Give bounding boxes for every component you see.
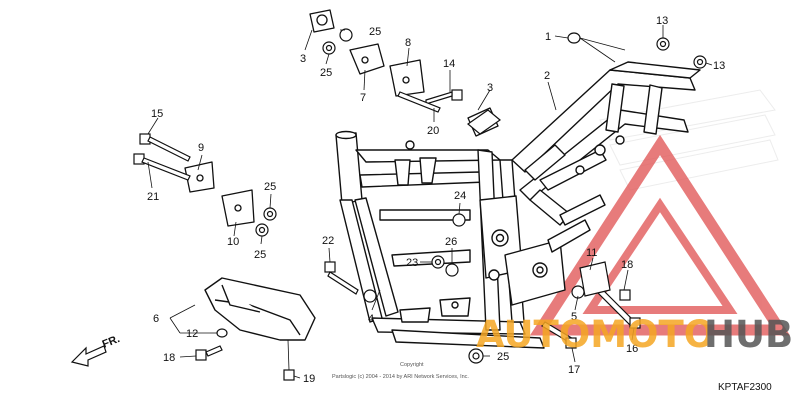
arrow-icon xyxy=(70,345,107,367)
callout-14: 14 xyxy=(443,58,455,70)
callout-7: 7 xyxy=(360,92,366,104)
callout-10: 10 xyxy=(227,236,239,248)
callout-22: 22 xyxy=(322,235,334,247)
callout-25-top: 25 xyxy=(369,26,381,38)
callout-23: 23 xyxy=(406,257,418,269)
callout-8: 8 xyxy=(405,37,411,49)
callout-3-mid: 3 xyxy=(487,82,493,94)
callout-13-right: 13 xyxy=(713,60,725,72)
direction-label: FR. xyxy=(101,333,122,351)
callout-18-left: 18 xyxy=(163,352,175,364)
part-code: KPTAF2300 xyxy=(718,382,772,393)
callout-11: 11 xyxy=(586,247,597,259)
callout-9: 9 xyxy=(198,142,204,154)
callout-25-upper-left: 25 xyxy=(320,67,332,79)
callout-20: 20 xyxy=(427,125,439,137)
callout-25-side-upper: 25 xyxy=(264,181,276,193)
callout-26: 26 xyxy=(445,236,457,248)
callout-16: 16 xyxy=(626,343,638,355)
callout-5: 5 xyxy=(571,311,577,323)
watermark-triangle xyxy=(529,134,791,336)
callout-18-right: 18 xyxy=(621,259,633,271)
callout-25-bottom: 25 xyxy=(497,351,509,363)
callout-4: 4 xyxy=(368,313,374,325)
watermark-logo: AUTOMOTO HUB xyxy=(476,313,793,356)
front-direction-arrow: FR. xyxy=(70,333,122,367)
copyright-line-1: Copyright xyxy=(400,362,424,368)
callout-15: 15 xyxy=(151,108,163,120)
watermark-brand-left: AUTOMOTO xyxy=(476,313,715,356)
side-brackets xyxy=(184,161,255,227)
copyright-line-2: Partslogic (c) 2004 - 2014 by ARI Networ… xyxy=(332,374,469,380)
callout-25-side-lower: 25 xyxy=(254,249,266,261)
callout-21: 21 xyxy=(147,191,159,203)
skid-plate xyxy=(204,277,316,341)
callout-labels: 1 2 3 3 4 5 6 7 8 9 10 11 12 13 13 14 15… xyxy=(147,15,725,385)
callout-2: 2 xyxy=(544,70,550,82)
callout-24: 24 xyxy=(454,190,466,202)
engine-hanger-brackets xyxy=(309,9,499,137)
watermark-brand-right: HUB xyxy=(704,313,793,356)
callout-3-top: 3 xyxy=(300,53,306,65)
callout-13-top: 13 xyxy=(656,15,668,27)
callout-19: 19 xyxy=(303,373,315,385)
callout-1: 1 xyxy=(545,31,551,43)
leader-lines xyxy=(147,25,713,379)
background-wing-pattern xyxy=(599,89,779,191)
rear-subframe xyxy=(511,61,701,253)
callout-6: 6 xyxy=(153,313,159,325)
callout-17: 17 xyxy=(568,364,580,376)
callout-12: 12 xyxy=(186,328,198,340)
nuts-collars xyxy=(255,28,707,364)
